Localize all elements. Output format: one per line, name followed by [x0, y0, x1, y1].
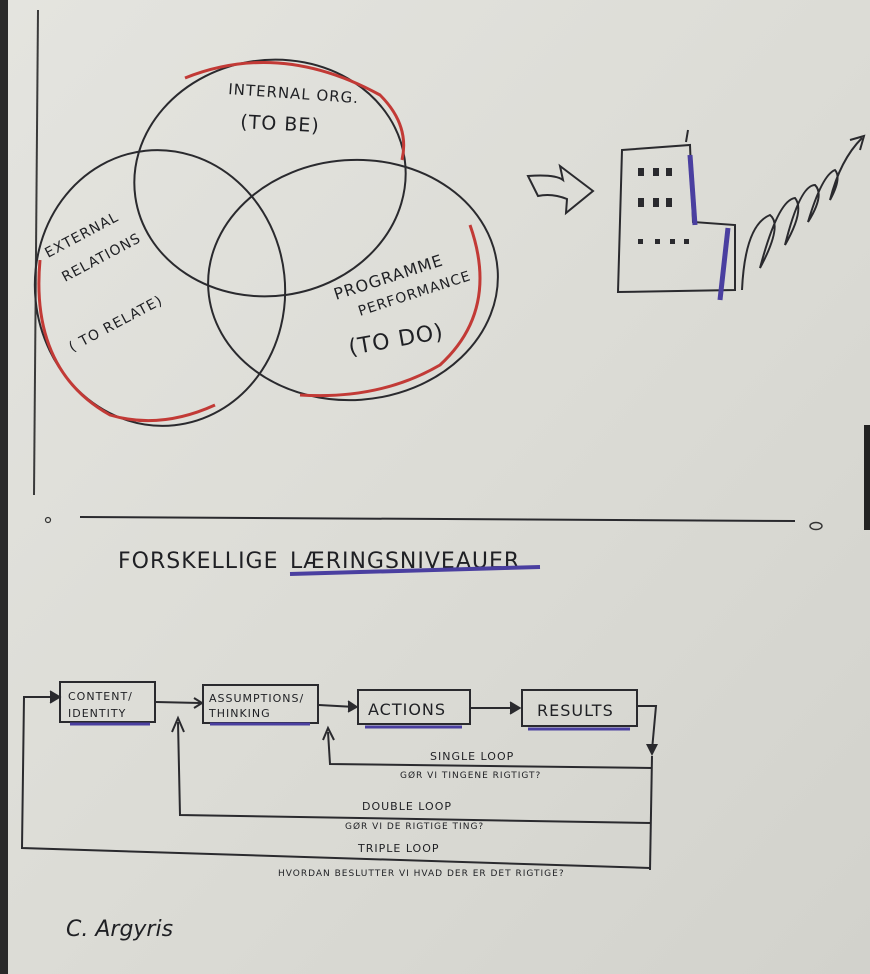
heading-prefix: FORSKELLIGE [118, 549, 279, 574]
learning-loop-diagram: CONTENT/ IDENTITY ASSUMPTIONS/ THINKING … [20, 681, 658, 879]
ring-right [809, 521, 823, 531]
circle-programme [207, 158, 499, 402]
loop-single-name: SINGLE LOOP [430, 750, 514, 763]
venn-label-internal-2: (TO BE) [240, 111, 321, 137]
box-content-identity-line1: CONTENT/ [68, 690, 133, 703]
box-assumptions-thinking-line1: ASSUMPTIONS/ [209, 692, 304, 705]
upper-sheet-right-edge [864, 425, 870, 530]
heading: FORSKELLIGE LÆRINGSNIVEAUER [118, 549, 541, 576]
loop-single-question: GØR VI TINGENE RIGTIGT? [400, 770, 541, 781]
loop-triple-name: TRIPLE LOOP [357, 842, 440, 855]
sheet-divider [79, 516, 796, 522]
venn-diagram: INTERNAL ORG. (TO BE) EXTERNAL RELATIONS… [33, 58, 499, 427]
building-icon [616, 129, 736, 301]
box-content-identity [59, 681, 156, 723]
box-content-identity-line2: IDENTITY [68, 707, 126, 720]
box-assumptions-thinking-line2: THINKING [208, 707, 271, 720]
spiral-growth-icon [741, 134, 866, 291]
ring-left [44, 516, 52, 524]
circle-internal [133, 58, 407, 298]
loop-double-question: GØR VI DE RIGTIGE TING? [345, 821, 484, 832]
circle-external-red-accent [37, 259, 216, 423]
box-results [521, 689, 638, 727]
circle-programme-red-accent [299, 224, 482, 398]
heading-underline [289, 565, 541, 576]
circle-internal-red-accent [184, 60, 406, 161]
paper-sheet [6, 0, 870, 974]
signature: C. Argyris [66, 917, 173, 942]
loop-double-name: DOUBLE LOOP [362, 800, 452, 813]
upper-sheet-left-edge [33, 9, 39, 496]
box-results-label: RESULTS [537, 701, 614, 720]
loop-triple-question: HVORDAN BESLUTTER VI HVAD DER ER DET RIG… [278, 869, 565, 879]
circle-external [33, 149, 287, 427]
dark-edge-left [0, 0, 8, 974]
box-actions-label: ACTIONS [368, 700, 446, 719]
arrow-right-icon [526, 163, 595, 216]
